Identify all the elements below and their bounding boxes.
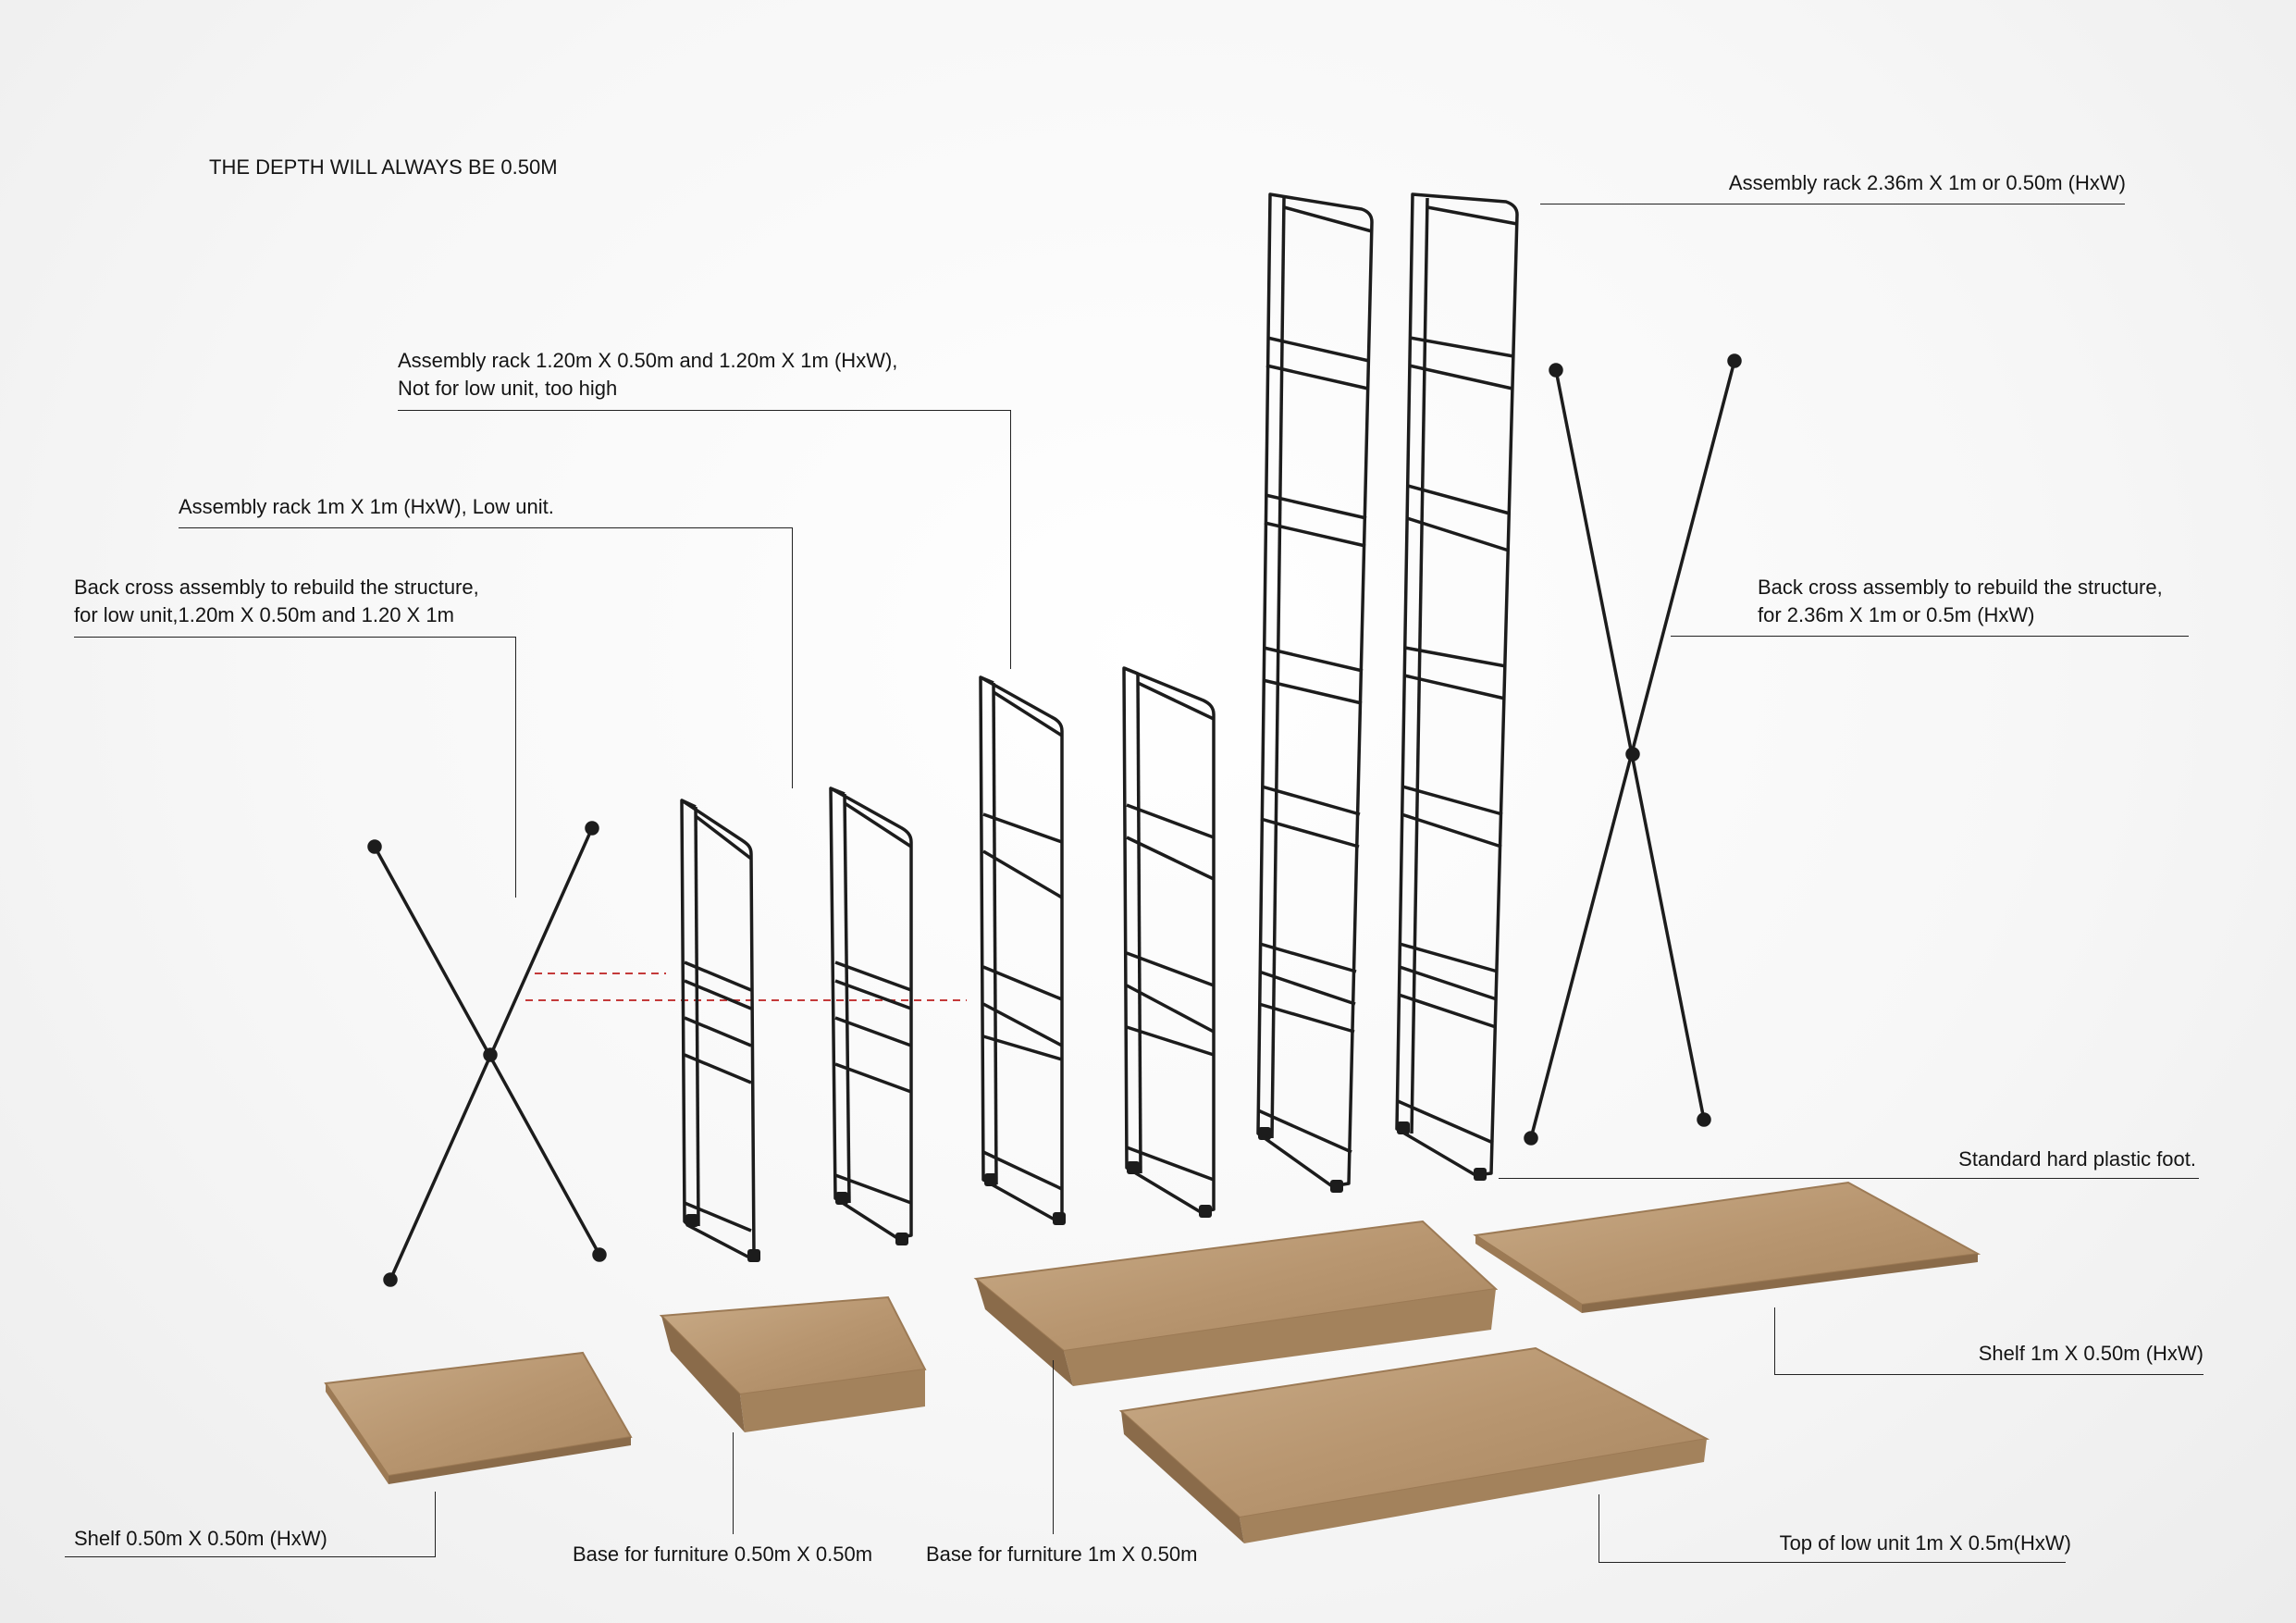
rack-236x050 bbox=[1256, 192, 1374, 1188]
leader-base-small bbox=[733, 1432, 734, 1534]
leader-shelf-large-h bbox=[1774, 1374, 2203, 1375]
leader-cross-tall bbox=[1671, 636, 2189, 637]
label-shelf-small: Shelf 0.50m X 0.50m (HxW) bbox=[74, 1527, 327, 1550]
back-cross-low bbox=[367, 821, 607, 1287]
base-050x050 bbox=[659, 1295, 927, 1432]
label-cross-low-1: Back cross assembly to rebuild the struc… bbox=[74, 576, 479, 599]
leader-shelf-small-h bbox=[65, 1556, 436, 1557]
label-cross-tall-2: for 2.36m X 1m or 0.5m (HxW) bbox=[1758, 603, 2035, 626]
rack-120x100 bbox=[829, 787, 913, 1240]
label-base-small: Base for furniture 0.50m X 0.50m bbox=[573, 1542, 873, 1566]
label-cross-low-2: for low unit,1.20m X 0.50m and 1.20 X 1m bbox=[74, 603, 454, 626]
rack-236x100 bbox=[1395, 192, 1519, 1177]
top-low-unit bbox=[1118, 1346, 1710, 1543]
leader-top-low-h bbox=[1599, 1562, 2066, 1563]
leader-rack-medium-v bbox=[1010, 410, 1011, 669]
label-rack-medium-2: Not for low unit, too high bbox=[398, 377, 618, 400]
rack-120x050 bbox=[680, 799, 756, 1260]
wood-pieces bbox=[324, 1181, 1981, 1543]
leader-cross-low-h bbox=[74, 637, 516, 638]
leader-rack-low-v bbox=[792, 527, 793, 788]
label-base-large: Base for furniture 1m X 0.50m bbox=[926, 1542, 1198, 1566]
label-rack-tall: Assembly rack 2.36m X 1m or 0.50m (HxW) bbox=[1728, 171, 2126, 194]
leader-shelf-small-v bbox=[435, 1492, 436, 1556]
label-shelf-large: Shelf 1m X 0.50m (HxW) bbox=[1978, 1342, 2203, 1365]
shelf-100x050 bbox=[1473, 1181, 1981, 1313]
leader-base-large bbox=[1053, 1360, 1054, 1534]
rack-100x100-a bbox=[979, 675, 1064, 1221]
label-cross-tall-1: Back cross assembly to rebuild the struc… bbox=[1758, 576, 2163, 599]
leader-shelf-large-v bbox=[1774, 1307, 1775, 1374]
label-rack-medium-1: Assembly rack 1.20m X 0.50m and 1.20m X … bbox=[398, 349, 898, 372]
rack-100x100-b bbox=[1122, 666, 1216, 1214]
label-rack-low: Assembly rack 1m X 1m (HxW), Low unit. bbox=[179, 495, 554, 518]
shelf-050x050 bbox=[324, 1351, 633, 1484]
leader-foot bbox=[1499, 1178, 2199, 1179]
depth-note: THE DEPTH WILL ALWAYS BE 0.50M bbox=[209, 155, 558, 179]
base-100x050 bbox=[973, 1220, 1499, 1386]
label-foot: Standard hard plastic foot. bbox=[1958, 1147, 2196, 1171]
back-cross-tall bbox=[1524, 353, 1742, 1146]
leader-rack-medium-h bbox=[398, 410, 1011, 411]
label-top-low-unit: Top of low unit 1m X 0.5m(HxW) bbox=[1779, 1531, 2071, 1555]
leader-rack-low-h bbox=[179, 527, 793, 528]
alignment-dashes bbox=[525, 973, 967, 1001]
plastic-feet bbox=[685, 1121, 1487, 1262]
leader-cross-low-v bbox=[515, 637, 516, 898]
